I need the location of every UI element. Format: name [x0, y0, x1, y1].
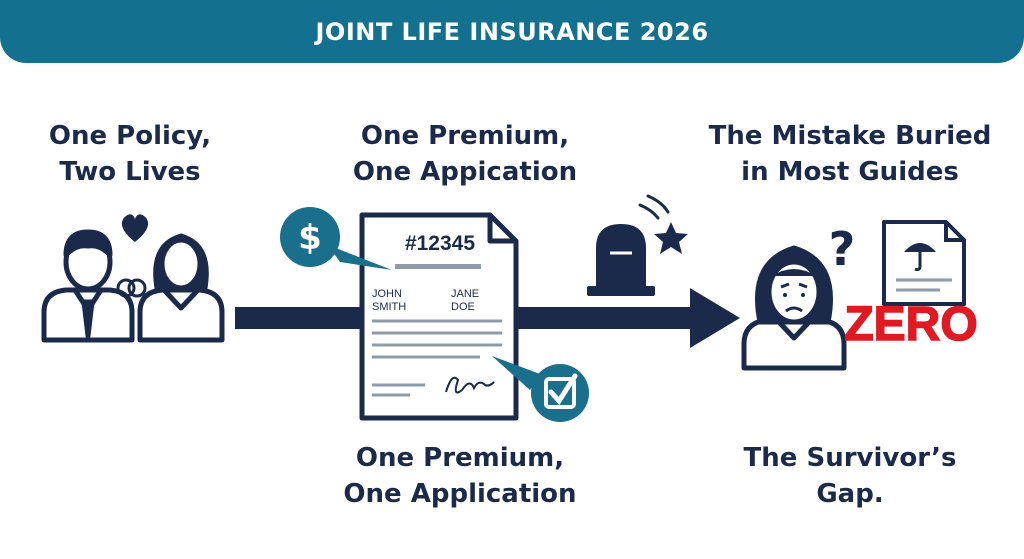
label-line: One Policy,: [48, 121, 212, 151]
label-line: One Appication: [352, 157, 578, 187]
worried-woman-icon: [741, 245, 847, 371]
label-line: One Application: [343, 479, 577, 509]
banner-title: JOINT LIFE INSURANCE 2026: [315, 17, 709, 46]
label-line: One Premium,: [355, 443, 565, 473]
label-line: The Survivor’s: [743, 443, 957, 473]
policy-number: #12345: [405, 232, 475, 255]
checkbox-bubble-icon: [492, 356, 589, 422]
motion-lines: [638, 194, 670, 220]
zero-badge: ZERO: [844, 298, 977, 351]
tombstone-icon: [587, 224, 655, 296]
label-line: Two Lives: [59, 157, 201, 187]
dollar-bubble-icon: $: [280, 207, 392, 270]
label-one-premium-bottom: One Premium, One Application: [310, 440, 610, 512]
insured-name-left-2: SMITH: [372, 301, 406, 313]
label-survivors-gap: The Survivor’s Gap.: [730, 440, 970, 512]
label-line: Gap.: [816, 479, 884, 509]
signature-icon: [445, 376, 495, 394]
label-line: The Mistake Buried: [708, 121, 992, 151]
policy-document: #12345 JOHN SMITH JANE DOE: [359, 212, 519, 421]
dollar-sign: $: [298, 218, 322, 258]
label-mistake-buried: The Mistake Buried in Most Guides: [700, 118, 1000, 190]
label-one-premium-top: One Premium, One Appication: [325, 118, 605, 190]
wedding-rings-icon: [116, 278, 147, 298]
label-line: in Most Guides: [741, 157, 959, 187]
insured-name-left-1: JOHN: [372, 288, 402, 300]
title-banner: JOINT LIFE INSURANCE 2026: [0, 0, 1024, 63]
umbrella-document-icon: [882, 220, 966, 306]
label-line: One Premium,: [360, 121, 570, 151]
heart-icon: [121, 214, 149, 242]
flow-arrow: [235, 288, 740, 348]
star-icon: [654, 222, 688, 254]
couple-icon: [41, 229, 225, 343]
label-one-policy-two-lives: One Policy, Two Lives: [20, 118, 240, 190]
insured-name-right-1: JANE: [451, 288, 479, 300]
question-mark-icon: ?: [829, 222, 856, 276]
insured-name-right-2: DOE: [451, 301, 475, 313]
